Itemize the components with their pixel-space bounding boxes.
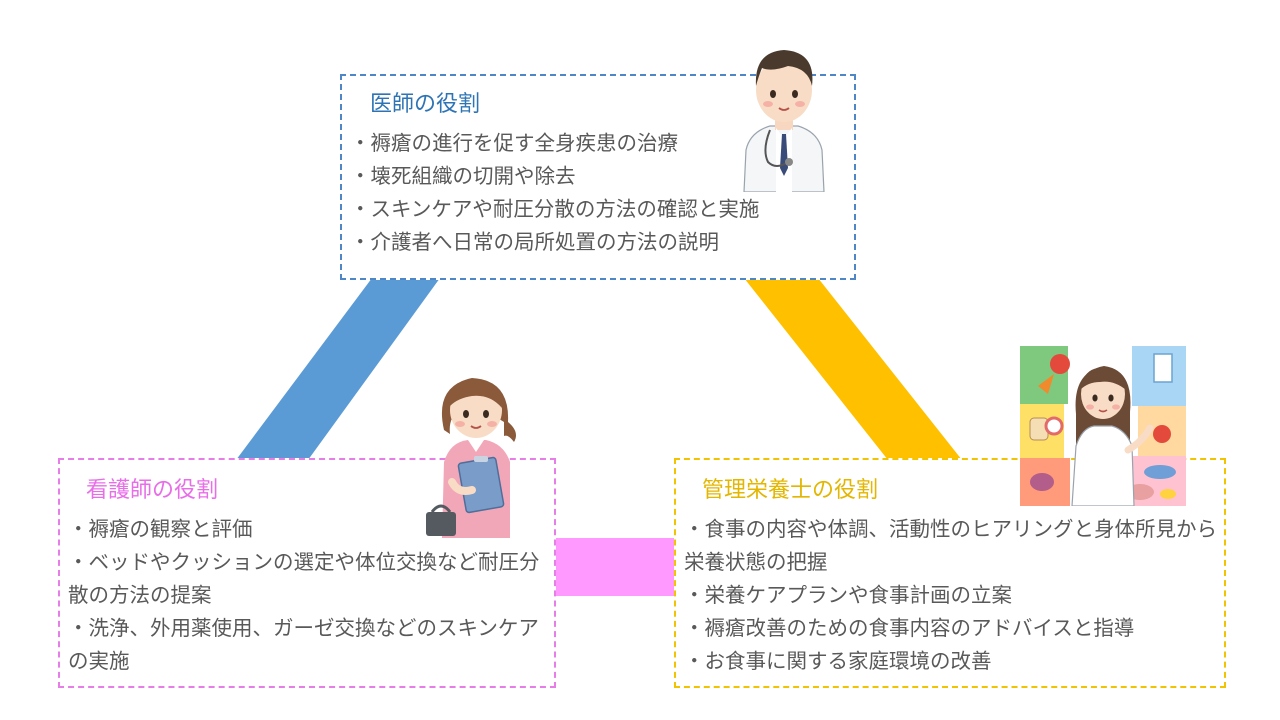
doctor-role-box: 医師の役割 褥瘡の進行を促す全身疾患の治療 壊死組織の切開や除去 スキンケアや耐… [340, 74, 856, 280]
doctor-role-list: 褥瘡の進行を促す全身疾患の治療 壊死組織の切開や除去 スキンケアや耐圧分散の方法… [350, 127, 850, 259]
nurse-role-list: 褥瘡の観察と評価 ベッドやクッションの選定や体位交換など耐圧分散の方法の提案 洗… [68, 513, 556, 678]
nurse-icon [426, 378, 516, 538]
nurse-role-item: 洗浄、外用薬使用、ガーゼ交換などのスキンケアの実施 [68, 612, 556, 678]
nutritionist-role-title: 管理栄養士の役割 [702, 478, 879, 503]
doctor-nurse-connector [236, 278, 440, 460]
nutritionist-icon [1020, 346, 1186, 506]
nutritionist-role-item: 褥瘡改善のための食事内容のアドバイスと指導 [684, 612, 1224, 645]
nurse-role-title: 看護師の役割 [86, 478, 219, 503]
doctor-role-item: 壊死組織の切開や除去 [350, 160, 850, 193]
doctor-nutritionist-connector [744, 278, 962, 460]
nutritionist-role-item: 食事の内容や体調、活動性のヒアリングと身体所見から栄養状態の把握 [684, 513, 1224, 579]
doctor-role-item: スキンケアや耐圧分散の方法の確認と実施 [350, 193, 850, 226]
nutritionist-role-item: 栄養ケアプランや食事計画の立案 [684, 579, 1224, 612]
nutritionist-role-box: 管理栄養士の役割 食事の内容や体調、活動性のヒアリングと身体所見から栄養状態の把… [674, 458, 1226, 688]
nutritionist-role-list: 食事の内容や体調、活動性のヒアリングと身体所見から栄養状態の把握 栄養ケアプラン… [684, 513, 1224, 678]
nurse-role-item: 褥瘡の観察と評価 [68, 513, 556, 546]
doctor-role-item: 介護者へ日常の局所処置の方法の説明 [350, 226, 850, 259]
nutritionist-role-item: お食事に関する家庭環境の改善 [684, 645, 1224, 678]
doctor-role-item: 褥瘡の進行を促す全身疾患の治療 [350, 127, 850, 160]
nurse-role-item: ベッドやクッションの選定や体位交換など耐圧分散の方法の提案 [68, 546, 556, 612]
doctor-role-title: 医師の役割 [370, 92, 481, 117]
doctor-icon [743, 50, 825, 192]
nurse-nutritionist-connector [554, 538, 676, 596]
